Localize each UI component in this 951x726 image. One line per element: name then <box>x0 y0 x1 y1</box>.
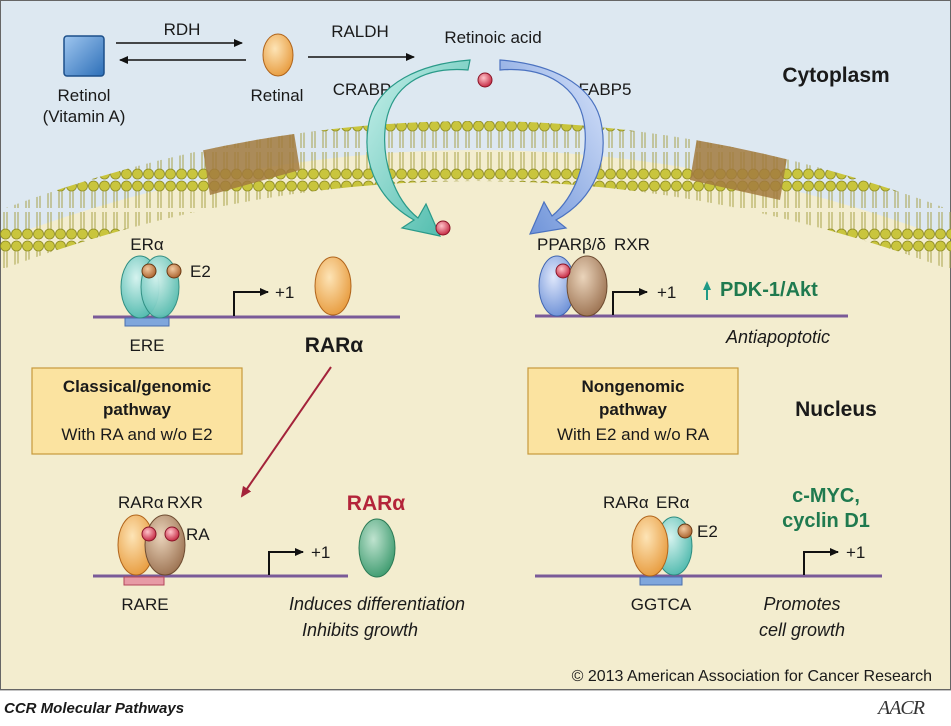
e2-label: E2 <box>190 262 211 281</box>
rxr-protein-top <box>566 255 608 317</box>
retinal-molecule <box>262 33 294 77</box>
plus1-top-left: +1 <box>275 283 294 302</box>
classical-sub: With RA and w/o E2 <box>61 425 212 444</box>
rare-label: RARE <box>121 595 168 614</box>
rar-alpha-label: RARα <box>305 334 363 357</box>
footer-band <box>0 690 951 726</box>
nongenomic-sub: With E2 and w/o RA <box>557 425 710 444</box>
ra-label: RA <box>186 525 210 544</box>
tss-arrow-bottom-left <box>268 548 304 575</box>
rxr-label-top: RXR <box>614 235 650 254</box>
nucleus-region <box>0 150 951 690</box>
fabp5-transport-arrow <box>499 59 604 235</box>
retinol-label: Retinol <box>58 86 111 105</box>
ra-molecule-b <box>164 526 180 542</box>
retinoic-acid-bound <box>555 263 571 279</box>
inhibits-growth-label: Inhibits growth <box>302 620 418 640</box>
ere-label: ERE <box>130 336 165 355</box>
nongenomic-title-2: pathway <box>599 400 668 419</box>
rar-alpha-protein <box>314 256 352 316</box>
ggtca-element <box>639 576 683 586</box>
cell-growth-label: cell growth <box>759 620 845 640</box>
ppar-label: PPARβ/δ <box>537 235 606 254</box>
e2-label-br: E2 <box>697 522 718 541</box>
rar-alpha-label-br: RARα <box>603 493 649 512</box>
nongenomic-pathway-box: Nongenomic pathway With E2 and w/o RA <box>527 367 739 455</box>
crabp-label: CRABP <box>333 80 392 99</box>
classical-title-2: pathway <box>103 400 172 419</box>
classical-pathway-box: Classical/genomic pathway With RA and w/… <box>31 367 243 455</box>
fabp5-label: FABP5 <box>579 80 632 99</box>
ggtca-label: GGTCA <box>631 595 692 614</box>
cytoplasm-label: Cytoplasm <box>782 64 889 87</box>
e2-molecule-a <box>141 263 157 279</box>
pdk1-akt-label: PDK-1/Akt <box>720 279 818 301</box>
retinoic-acid-molecule <box>477 72 493 88</box>
e2-molecule-b <box>166 263 182 279</box>
raldh-label: RALDH <box>331 22 389 41</box>
rxr-protein-bottom <box>144 514 186 576</box>
nongenomic-title-1: Nongenomic <box>582 377 685 396</box>
e2-molecule-bottom <box>677 523 693 539</box>
nucleus-label: Nucleus <box>795 398 877 421</box>
tss-arrow-bottom-right <box>803 548 839 575</box>
ere-element <box>124 317 170 327</box>
retinoic-acid-label: Retinoic acid <box>444 28 541 47</box>
tss-arrow-top-left <box>233 288 269 316</box>
rar-alpha-product <box>358 518 396 578</box>
vitamin-a-label: (Vitamin A) <box>43 107 126 126</box>
journal-footer: CCR Molecular Pathways <box>4 700 185 717</box>
differentiation-label: Induces differentiation <box>289 594 465 614</box>
cyclin-d1-label: cyclin D1 <box>782 510 870 532</box>
retinal-label: Retinal <box>251 86 304 105</box>
er-alpha-label: ERα <box>130 235 164 254</box>
classical-pathway-arrow <box>240 366 332 498</box>
rdh-label: RDH <box>164 20 201 39</box>
copyright-text: © 2013 American Association for Cancer R… <box>572 668 932 685</box>
classical-title-1: Classical/genomic <box>63 377 211 396</box>
rar-alpha-product-label: RARα <box>347 492 405 515</box>
aacr-logo: AACR <box>878 697 925 719</box>
plus1-bottom-left: +1 <box>311 543 330 562</box>
plus1-top-right: +1 <box>657 283 676 302</box>
c-myc-label: c-MYC, <box>792 485 860 507</box>
crabp-transport-arrow <box>366 59 471 237</box>
tss-arrow-top-right <box>612 288 648 315</box>
promotes-label: Promotes <box>763 594 840 614</box>
ra-molecule-a <box>141 526 157 542</box>
rar-alpha-label-bl: RARα <box>118 493 164 512</box>
rxr-label-bl: RXR <box>167 493 203 512</box>
er-alpha-label-br: ERα <box>656 493 690 512</box>
plus1-bottom-right: +1 <box>846 543 865 562</box>
antiapoptotic-label: Antiapoptotic <box>725 327 830 347</box>
retinoic-acid-nuclear <box>435 220 451 236</box>
retinol-molecule <box>63 35 105 77</box>
rar-alpha-bottom-right <box>631 515 669 577</box>
rare-element <box>123 576 165 586</box>
